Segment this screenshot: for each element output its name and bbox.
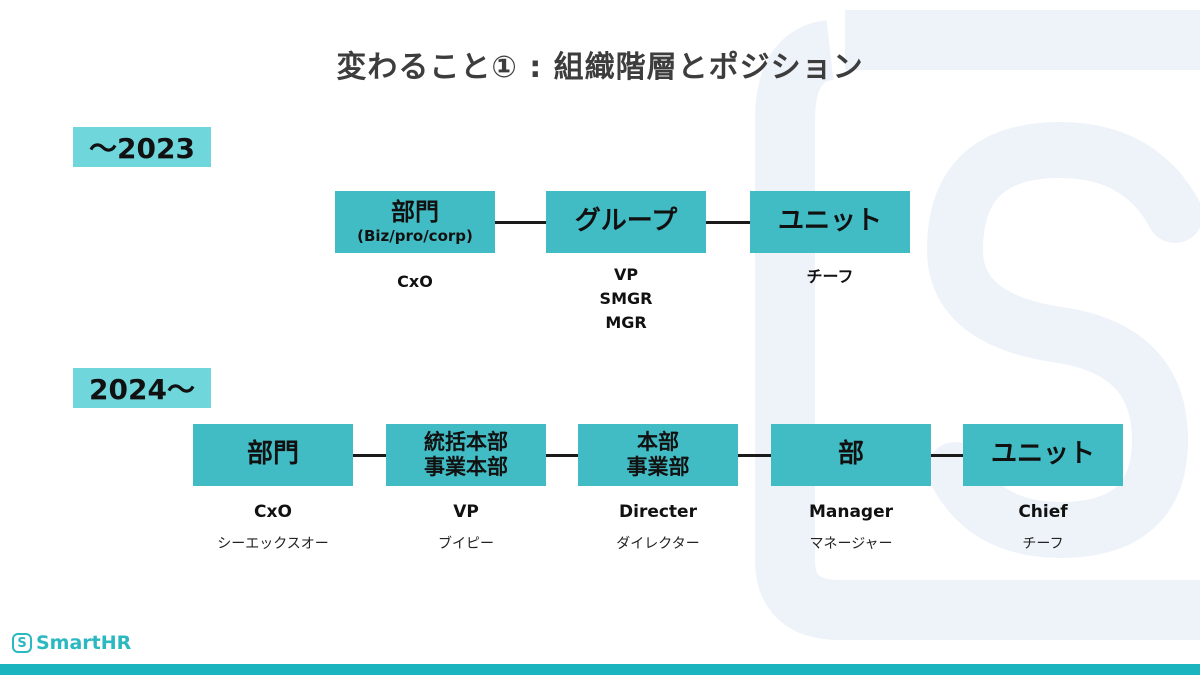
connector-line	[738, 454, 771, 457]
org-box-label: 本部	[637, 429, 679, 454]
page-title: 変わること① : 組織階層とポジション	[336, 50, 864, 85]
hierarchy-row-2024: 部門 統括本部 事業本部 本部 事業部 部 ユニット	[0, 424, 1200, 488]
role-manager: Manager マネージャー	[758, 500, 944, 556]
org-box-label: 部門	[246, 439, 299, 470]
org-box-sublabel: (Biz/pro/corp)	[357, 227, 473, 246]
role-chief: Chief チーフ	[950, 500, 1136, 556]
connector-line	[545, 454, 579, 457]
role-label: VP	[453, 502, 479, 522]
org-box-department: 部門	[193, 424, 353, 486]
role-list-department: CxO	[335, 270, 495, 294]
role-label: Manager	[808, 502, 894, 522]
org-box-division-headquarters: 統括本部 事業本部	[386, 424, 546, 486]
smarthr-logo: S SmartHR	[12, 632, 131, 654]
org-box-label: グループ	[574, 206, 678, 237]
era-label-2024: 2024〜	[73, 368, 211, 408]
connector-line	[495, 221, 547, 224]
hierarchy-row-2023: 部門 (Biz/pro/corp) グループ ユニット	[0, 191, 1200, 255]
logo-text: SmartHR	[36, 632, 132, 654]
role-label: MGR	[605, 313, 647, 332]
org-box-headquarters: 本部 事業部	[578, 424, 738, 486]
role-reading: マネージャー	[809, 536, 893, 552]
role-vp: VP ブイピー	[373, 500, 559, 556]
role-reading: ダイレクター	[616, 536, 700, 552]
org-box-unit: ユニット	[750, 191, 910, 253]
era-label-2023: 〜2023	[73, 127, 211, 167]
role-label: VP	[613, 265, 639, 284]
org-box-group: グループ	[546, 191, 706, 253]
role-reading: ブイピー	[438, 536, 494, 552]
org-box-department: 部門 (Biz/pro/corp)	[335, 191, 495, 253]
org-box-unit: ユニット	[963, 424, 1123, 486]
role-list-group: VP SMGR MGR	[546, 263, 706, 335]
role-label: SMGR	[599, 289, 653, 308]
bottom-accent-bar	[0, 664, 1200, 675]
role-reading: シーエックスオー	[217, 536, 329, 552]
org-box-label: 部	[837, 439, 864, 470]
org-box-label: 事業部	[626, 455, 690, 479]
org-box-label: 事業本部	[424, 455, 508, 479]
role-label: チーフ	[806, 267, 854, 286]
org-box-section: 部	[771, 424, 931, 486]
role-cxo: CxO シーエックスオー	[180, 500, 366, 556]
connector-line	[930, 454, 964, 457]
org-box-label: ユニット	[777, 206, 882, 237]
role-label: CxO	[254, 502, 292, 522]
smarthr-s-icon: S	[12, 633, 32, 653]
org-box-label: 統括本部	[424, 429, 508, 454]
role-list-unit: チーフ	[750, 265, 910, 289]
role-reading: チーフ	[1022, 536, 1064, 552]
org-box-label: ユニット	[990, 439, 1095, 470]
org-box-label: 部門	[391, 197, 439, 226]
role-director: Directer ダイレクター	[565, 500, 751, 556]
role-label: CxO	[397, 272, 433, 291]
connector-line	[353, 454, 386, 457]
role-label: Directer	[619, 502, 697, 522]
role-label: Chief	[1018, 502, 1068, 522]
connector-line	[705, 221, 750, 224]
